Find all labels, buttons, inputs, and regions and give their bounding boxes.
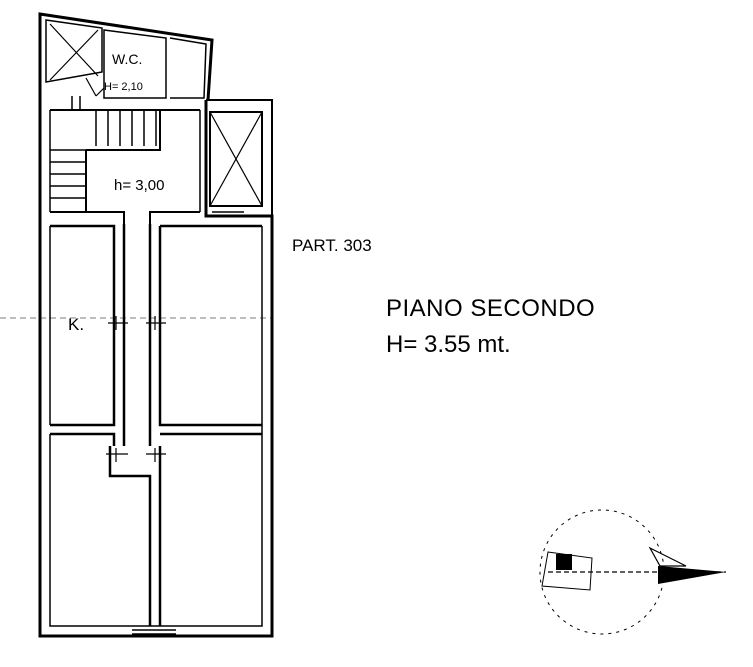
wc-height-label: H= 2,10 — [104, 81, 143, 93]
kitchen-label: K. — [68, 315, 84, 334]
door-marks — [106, 316, 166, 462]
wc-door — [85, 77, 105, 97]
stair-treads — [50, 96, 157, 199]
corridor-walls — [108, 224, 162, 626]
floor-title: PIANO SECONDO — [386, 295, 596, 322]
bottom-entrance — [132, 629, 176, 635]
hall-height-label: h= 3,00 — [114, 177, 164, 194]
shaft — [209, 111, 263, 207]
stair-core-cross — [49, 23, 99, 81]
room-partitions — [50, 224, 262, 446]
upper-hall — [50, 109, 200, 224]
shaft-door — [212, 211, 244, 217]
floor-height-note: H= 3.55 mt. — [386, 331, 511, 358]
wc-label: W.C. — [112, 51, 142, 67]
north-arrow-icon — [539, 509, 726, 635]
exterior-walls — [38, 12, 274, 638]
parcel-label: PART. 303 — [292, 236, 372, 255]
